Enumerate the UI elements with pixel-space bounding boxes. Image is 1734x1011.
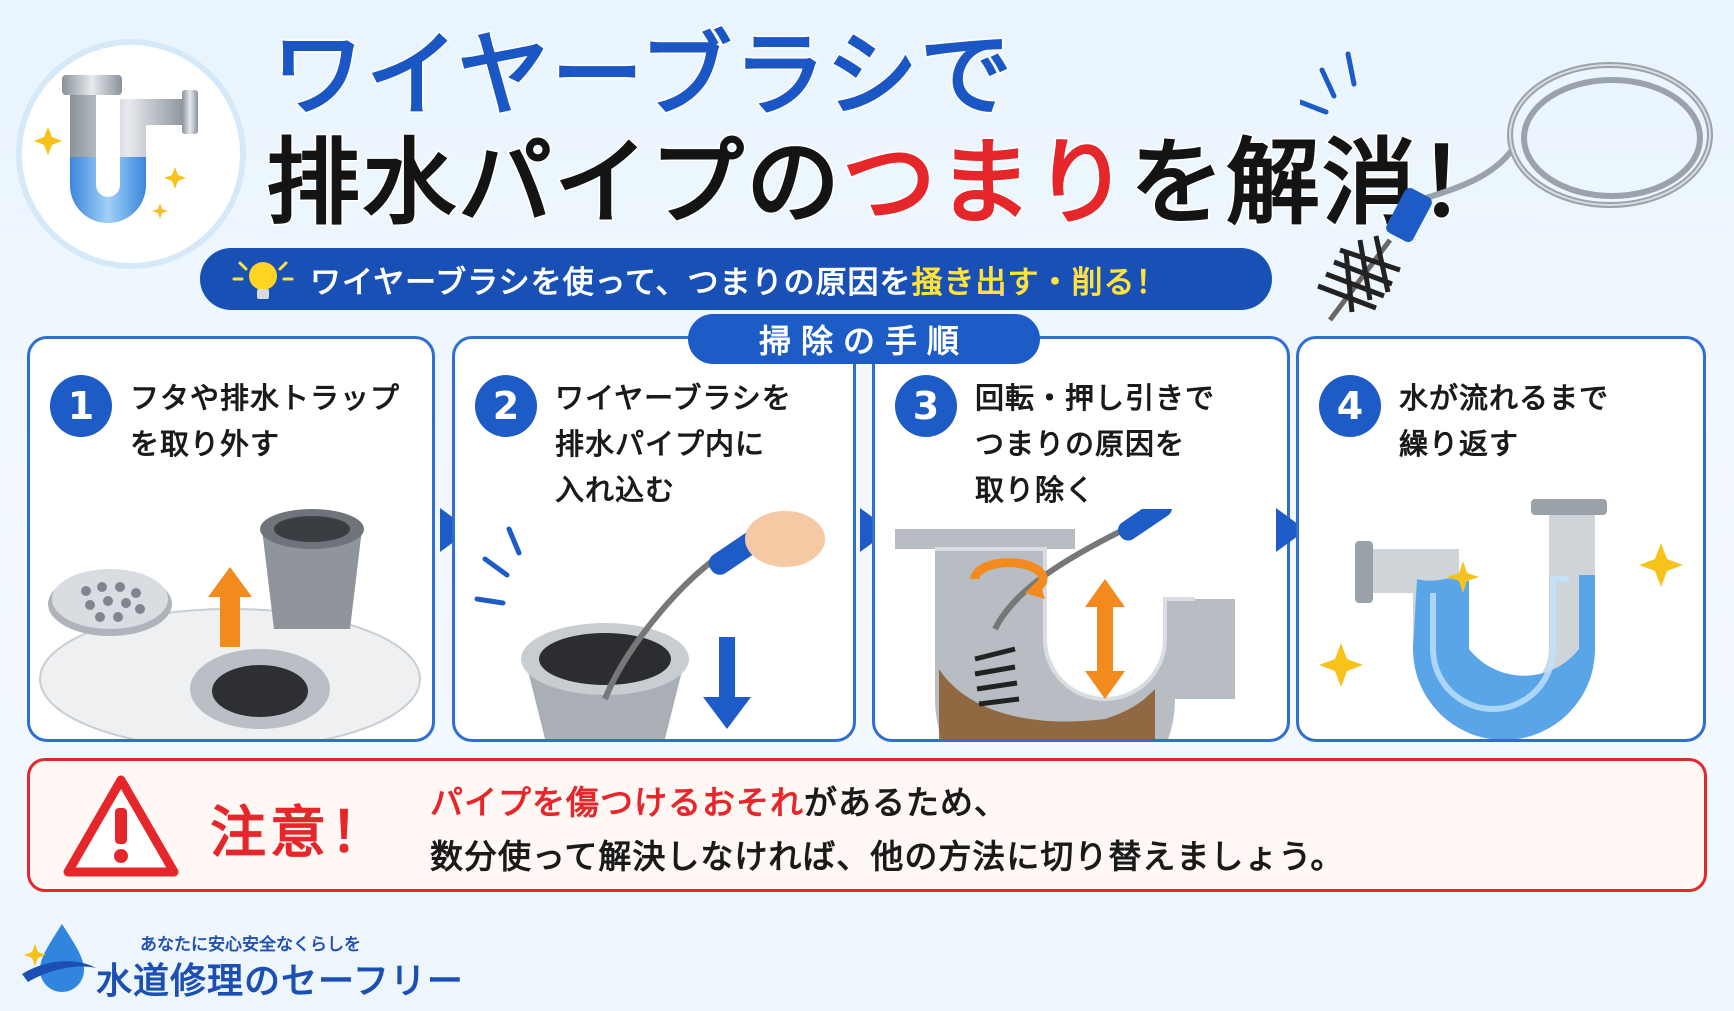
steps-heading: 掃除の手順 bbox=[688, 314, 1040, 364]
subtitle-highlight: 掻き出す・削る！ bbox=[911, 264, 1168, 301]
footer-brand: 水道修理のセーフリー bbox=[96, 961, 464, 1002]
step-text: ワイヤーブラシを 排水パイプ内に 入れ込む bbox=[555, 381, 792, 507]
wire-brush-illustration bbox=[1297, 40, 1720, 330]
caution-line2: 数分使って解決しなければ、他の方法に切り替えましょう。 bbox=[430, 837, 1345, 876]
clear-pipe-illustration bbox=[1319, 499, 1683, 739]
title-line2-a: 排水パイプの bbox=[264, 129, 843, 238]
subtitle-banner: ワイヤーブラシを使って、つまりの原因を掻き出す・削る！ bbox=[200, 248, 1272, 310]
title-highlight: つまり bbox=[841, 129, 1131, 238]
step-number: 4 bbox=[1319, 375, 1381, 437]
step-card-2: 2 ワイヤーブラシを 排水パイプ内に 入れ込む bbox=[452, 336, 856, 742]
pipe-icon bbox=[34, 75, 198, 223]
lightbulb-icon bbox=[228, 255, 298, 305]
subtitle-text: ワイヤーブラシを使って、つまりの原因を bbox=[310, 264, 912, 301]
caution-warning-text: パイプを傷つけるおそれ bbox=[430, 783, 804, 822]
caution-line1-tail: があるため、 bbox=[804, 783, 1008, 822]
caution-box bbox=[27, 758, 1707, 892]
step-text: 回転・押し引きで つまりの原因を 取り除く bbox=[975, 381, 1216, 507]
step-text: フタや排水トラップ を取り外す bbox=[130, 381, 401, 461]
warning-icon bbox=[62, 774, 180, 878]
step-card-3: 3 回転・押し引きで つまりの原因を 取り除く bbox=[872, 336, 1290, 742]
brush-insert-illustration bbox=[474, 511, 825, 739]
water-drop-logo-icon bbox=[18, 918, 98, 998]
footer-tagline: あなたに安心安全なくらしを bbox=[140, 935, 361, 955]
drain-trap-illustration bbox=[39, 509, 421, 739]
step-number: 3 bbox=[895, 375, 957, 437]
step-number: 1 bbox=[50, 375, 112, 437]
header-pipe-badge bbox=[22, 45, 240, 263]
caution-label: 注意！ bbox=[210, 801, 390, 866]
caution-line1: パイプを傷つけるおそれがあるため、 bbox=[430, 776, 1008, 824]
brush-rotate-illustration bbox=[895, 509, 1235, 739]
step-card-4: 4 水が流れるまで 繰り返す bbox=[1296, 336, 1706, 742]
step-card-1: 1 フタや排水トラップ を取り外す bbox=[27, 336, 435, 742]
title-line2-c: を解消！ bbox=[1129, 129, 1515, 238]
title-line1: ワイヤーブラシで bbox=[271, 22, 1014, 129]
title-line2: 排水パイプのつまりを解消！ bbox=[264, 135, 1514, 232]
step-number: 2 bbox=[475, 375, 537, 437]
step-text: 水が流れるまで 繰り返す bbox=[1399, 381, 1610, 461]
